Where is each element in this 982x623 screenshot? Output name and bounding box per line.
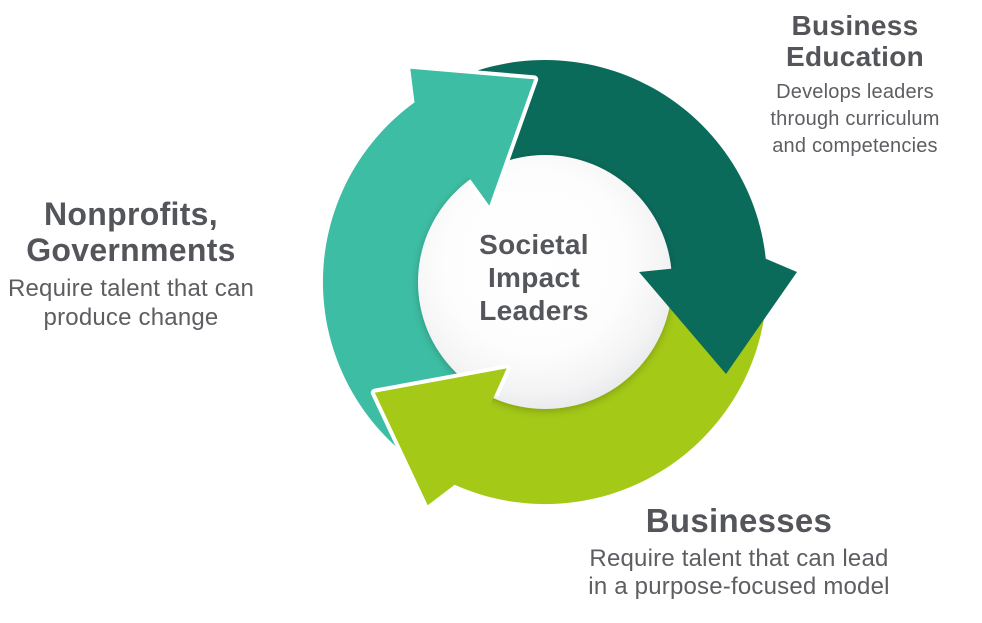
teal-arrow-band — [322, 89, 483, 464]
businesses-description: Require talent that can lead in a purpos… — [588, 545, 889, 601]
nonprofits-governments-title: Nonprofits, Governments — [8, 196, 254, 268]
title-line: Businesses — [645, 502, 833, 539]
center-label-line: Leaders — [479, 295, 589, 326]
center-circle — [418, 155, 672, 409]
label-nonprofits-governments: Nonprofits, Governments Require talent t… — [8, 196, 254, 332]
center-label-line: Impact — [487, 262, 581, 293]
center-label-line: Societal — [479, 229, 589, 260]
nonprofits-governments-description: Require talent that can produce change — [8, 274, 254, 332]
description-line: in a purpose-focused model — [588, 573, 890, 600]
business-education-title: Business Education — [770, 10, 939, 72]
lime-arrow-head — [374, 368, 507, 506]
description-line: Require talent that can — [7, 275, 255, 302]
description-line: and competencies — [772, 135, 938, 157]
title-line: Business — [791, 10, 919, 41]
title-line: Education — [785, 41, 925, 72]
description-line: through curriculum — [770, 108, 940, 130]
businesses-title: Businesses — [588, 502, 889, 540]
description-line: Develops leaders — [776, 81, 934, 103]
description-line: produce change — [43, 304, 219, 331]
center-label: Societal Impact Leaders — [479, 228, 589, 327]
business-education-description: Develops leaders through curriculum and … — [770, 79, 939, 160]
label-business-education: Business Education Develops leaders thro… — [770, 10, 939, 160]
title-line: Governments — [26, 232, 236, 268]
center-label-text: Societal Impact Leaders — [479, 228, 589, 327]
lime-arrow-band — [434, 292, 767, 505]
dark-green-arrow-head — [639, 258, 797, 374]
title-line: Nonprofits, — [44, 196, 218, 232]
description-line: Require talent that can lead — [589, 545, 889, 572]
dark-green-arrow-band — [451, 60, 767, 282]
label-businesses: Businesses Require talent that can lead … — [588, 502, 889, 601]
teal-arrow-head — [410, 68, 535, 206]
